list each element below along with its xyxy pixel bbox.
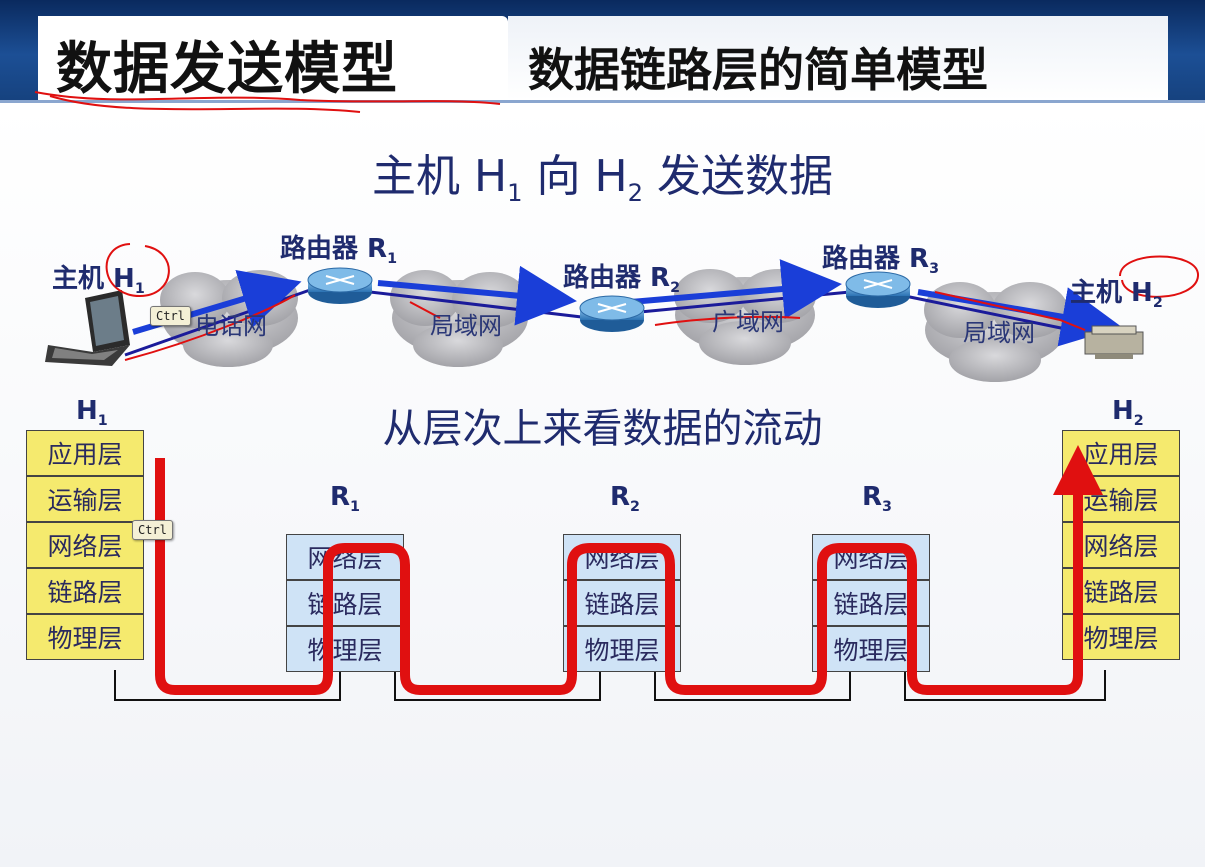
layer-datalink: 链路层: [26, 568, 144, 614]
layer-datalink: 链路层: [1062, 568, 1180, 614]
header-subtitle-box: 数据链路层的简单模型: [508, 16, 1168, 100]
stack-r2: 网络层 链路层 物理层: [563, 534, 681, 672]
header-bar: 数据发送模型 数据链路层的简单模型: [0, 0, 1205, 103]
layer-physical: 物理层: [1062, 614, 1180, 660]
cloud-label-wan: 广域网: [712, 308, 784, 336]
host-h2-label: 主机 H2: [1070, 278, 1163, 312]
stack-h1-label: H1: [76, 396, 108, 430]
header-title: 数据发送模型: [56, 37, 398, 102]
layer-network: 网络层: [26, 522, 144, 568]
layer-physical: 物理层: [26, 614, 144, 660]
data-path-arrows: [132, 259, 1122, 347]
stack-h1: 应用层 运输层 网络层 链路层 物理层: [26, 430, 144, 660]
router-r3-icon: [845, 271, 911, 308]
router-r2-label: 路由器 R2: [563, 263, 681, 297]
stack-r3-label: R3: [862, 482, 892, 516]
stack-h2: 应用层 运输层 网络层 链路层 物理层: [1062, 430, 1180, 660]
router-r3-label: 路由器 R3: [822, 244, 940, 278]
layer-network: 网络层: [286, 534, 404, 580]
top-title: 主机 H1 向 H2 发送数据: [372, 151, 833, 207]
cloud-label-lan-2: 局域网: [963, 319, 1035, 347]
stack-r2-label: R2: [610, 482, 640, 516]
layer-application: 应用层: [26, 430, 144, 476]
laptop-icon: [45, 290, 130, 366]
layer-application: 应用层: [1062, 430, 1180, 476]
router-r1-icon: [307, 267, 373, 304]
router-r2-icon: [579, 295, 645, 332]
physical-links: [114, 670, 1106, 701]
host-h1-label: 主机 H1: [52, 264, 145, 298]
header-title-box: 数据发送模型: [38, 16, 508, 102]
cloud-label-lan-1: 局域网: [430, 312, 502, 340]
hand-annotations: [34, 91, 1200, 361]
layer-transport: 运输层: [26, 476, 144, 522]
stack-h2-label: H2: [1112, 396, 1144, 430]
stack-r3: 网络层 链路层 物理层: [812, 534, 930, 672]
stack-r1: 网络层 链路层 物理层: [286, 534, 404, 672]
ctrl-tooltip: Ctrl: [150, 306, 191, 326]
layer-physical: 物理层: [563, 626, 681, 672]
layer-datalink: 链路层: [812, 580, 930, 626]
layer-transport: 运输层: [1062, 476, 1180, 522]
layer-network: 网络层: [812, 534, 930, 580]
layer-network: 网络层: [563, 534, 681, 580]
header-subtitle: 数据链路层的简单模型: [528, 43, 988, 97]
cloud-label-telephone: 电话网: [195, 312, 267, 340]
flow-title: 从层次上来看数据的流动: [382, 406, 823, 452]
router-r1-label: 路由器 R1: [280, 234, 398, 268]
layer-physical: 物理层: [812, 626, 930, 672]
layer-datalink: 链路层: [286, 580, 404, 626]
layer-physical: 物理层: [286, 626, 404, 672]
layer-datalink: 链路层: [563, 580, 681, 626]
layer-network: 网络层: [1062, 522, 1180, 568]
printer-icon: [1084, 325, 1144, 359]
stack-r1-label: R1: [330, 482, 360, 516]
ctrl-tooltip: Ctrl: [132, 520, 173, 540]
